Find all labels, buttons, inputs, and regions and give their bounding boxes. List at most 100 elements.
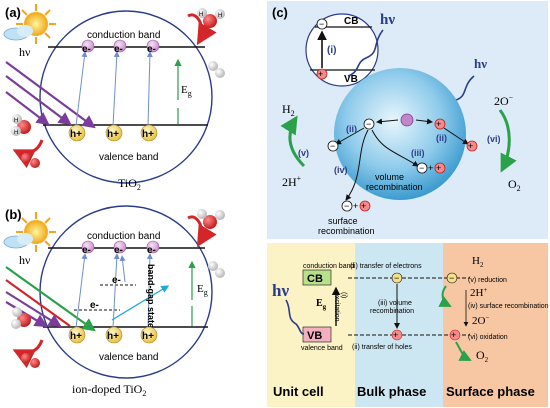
gap-arrow [119,255,126,283]
electron-label: e- [82,44,91,55]
hole [391,329,403,341]
svg-text:H: H [218,13,222,19]
svg-text:−: − [344,201,349,211]
particle-sphere [334,68,466,200]
vb-label: VB [344,74,358,85]
svg-text:+: + [436,119,441,129]
o2-label: O2 [508,177,521,193]
hydrogen-molecule-icon [208,61,225,78]
hole [68,124,86,142]
hole [434,118,446,130]
phase-strip: conduction band CB VB valence band hν Eg… [267,243,549,407]
hv-label: hν [474,56,487,71]
hole [316,68,328,80]
photon-wave [347,29,384,77]
vb-band-label: valence band [301,345,343,352]
svg-text:+: + [318,69,323,79]
transfer-electrons-label: (ii) transfer of electrons [350,263,422,270]
sun-icon [3,212,56,252]
electron [391,272,403,284]
photon-arrow [5,61,96,129]
svg-text:−: − [394,273,399,283]
electron [416,162,428,174]
photon-wave [285,299,305,335]
panel-a-tag: (a) [5,5,21,20]
red-curved-arrow [12,139,44,169]
excitation-label: (i)excitation [333,292,347,322]
panel-a-vb-label: valence band [99,152,159,163]
electron [146,240,160,254]
two-o-minus-label: 2O− [494,93,514,108]
red-curved-arrow [12,339,44,369]
oxygen-molecule-icon [21,353,40,368]
reduction-label: (v) reduction [468,277,507,284]
electron-label: e- [112,275,121,286]
step-vi-label: (vi) [487,134,501,144]
panel-b-vb-label: valence band [99,352,159,363]
panel-c-tag: (c) [272,5,288,20]
electron-label: e- [147,245,156,256]
step-i-label: (i) [327,45,336,56]
panel-b-holes: h+ h+ h+ [68,326,158,344]
photon-arrow [5,266,96,332]
h2-label: H2 [282,102,295,118]
oxidation-arrow [498,109,517,173]
cb-band-label: conduction band [303,263,354,270]
gap-arrow [111,285,170,321]
svg-text:+: + [393,330,398,340]
oxygen-molecule-icon [21,153,40,168]
water-molecule-icon [11,307,31,329]
svg-text:+: + [468,141,473,151]
svg-text:+: + [428,163,433,173]
hole-label: h+ [142,129,154,140]
panel-b-tag: (b) [5,207,22,222]
electron [341,200,353,212]
surface-phase-region [443,243,548,407]
step-ii-label: (ii) [346,124,357,134]
step-ii-label: (ii) [436,133,447,143]
cb-box-label: CB [307,273,323,285]
hv-label: hν [380,12,395,28]
svg-text:+: + [353,201,358,211]
electron [113,240,127,254]
surface-recombination-label: (iv) surface recombination [468,303,549,310]
panel-a-eg: Eg [181,84,192,98]
band-gap-states-label: band-gap states [146,264,156,333]
unit-cell-label: Unit cell [273,384,324,399]
svg-text:+: + [451,330,456,340]
reduction-arrow [280,115,306,168]
panel-a: (a) hν conduction band valence band [3,4,225,192]
step-iii-label: (iii) [411,148,425,158]
svg-text:−: − [319,19,324,29]
panel-a-caption: TiO2 [118,176,141,192]
svg-text:−: − [419,163,424,173]
panel-c: (c) − + CB VB (i) hν hν − + − + (ii) (ii [267,1,548,239]
hydrogen-molecule-icon [208,261,225,278]
electron-label: e- [82,245,91,256]
cb-box [302,269,332,286]
hole [434,162,446,174]
svg-text:H: H [199,12,203,18]
electron [363,118,375,130]
two-o-minus-label: 2O− [472,314,489,327]
hole [466,140,478,152]
red-curved-arrow [187,215,217,248]
oxidation-label: (vi) oxidation [468,334,508,341]
panel-a-cb-label: conduction band [87,30,160,41]
panel-b-electrons: e- e- e- e- e- [81,240,160,311]
step-v-label: (v) [298,148,309,158]
hole-label: h+ [107,331,119,342]
water-molecule-icon: H H [11,114,31,136]
electron [446,272,458,284]
svg-text:−: − [330,141,335,151]
hole-label: h+ [142,331,154,342]
panel-a-electrons: e- e- e- [81,39,160,55]
photon-arrow [5,91,50,126]
bulk-phase-label: Bulk phase [357,384,426,399]
photon-arrow [5,75,72,126]
excitation-center [400,113,414,127]
electron [316,18,328,30]
